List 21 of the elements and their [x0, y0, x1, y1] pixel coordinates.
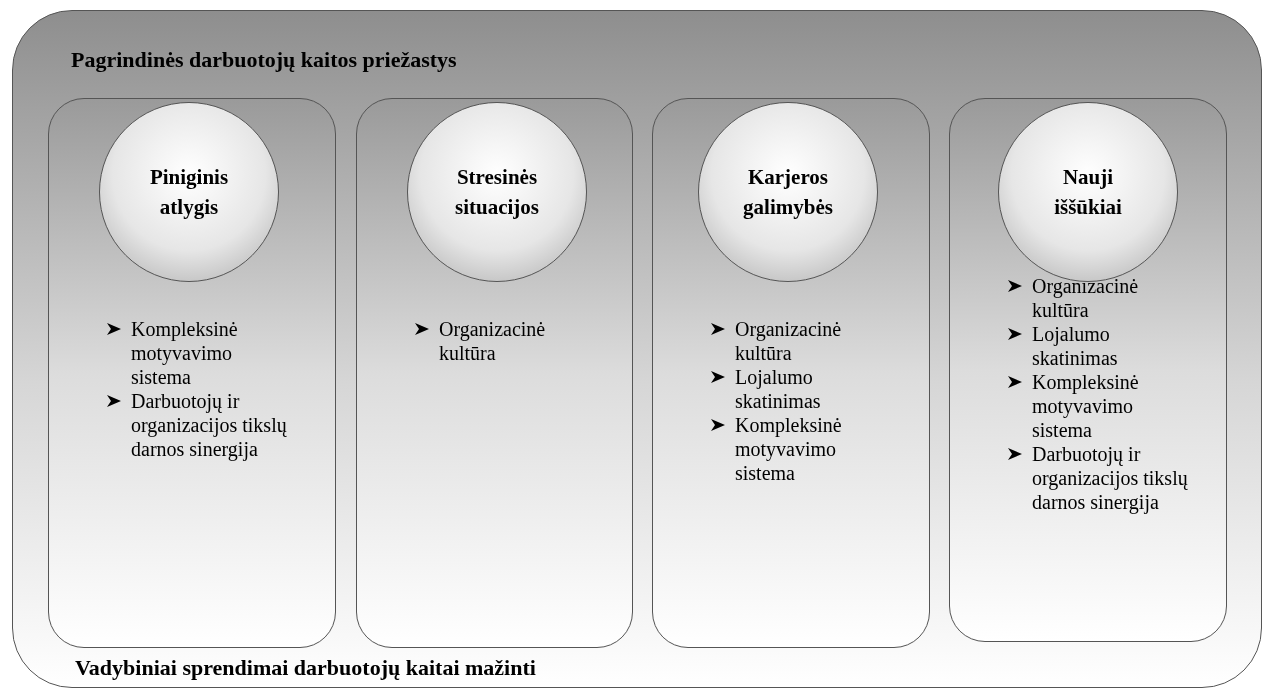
column-card [652, 98, 930, 648]
list-item: Organizacinė kultūra [439, 317, 547, 365]
list-item: Kompleksinė motyvavimo sistema [735, 413, 843, 485]
column-card [48, 98, 336, 648]
circle-heading: Stresinės situacijos [454, 164, 540, 221]
list-item: Darbuotojų ir organizacijos tikslų darnos sinergija [1032, 442, 1189, 514]
column-card [949, 98, 1227, 642]
circle-heading: Piniginis atlygis [148, 164, 230, 221]
panel-heading: Pagrindinės darbuotojų kaitos priežastys [71, 47, 457, 73]
panel-footer: Vadybiniai sprendimai darbuotojų kaitai mažinti [75, 655, 536, 681]
circle-heading: Nauji iššūkiai [1053, 164, 1123, 221]
list-item: Lojalumo skatinimas [735, 365, 822, 413]
panel-background [12, 10, 1262, 688]
column-card [356, 98, 633, 648]
list-item: Organizacinė kultūra [1032, 274, 1140, 322]
list-item: Kompleksinė motyvavimo sistema [1032, 370, 1140, 442]
list-item: Lojalumo skatinimas [1032, 322, 1119, 370]
list-item: Organizacinė kultūra [735, 317, 843, 365]
circle-heading: Karjeros galimybės [742, 164, 834, 221]
list-item: Darbuotojų ir organizacijos tikslų darnos sinergija [131, 389, 288, 461]
list-item: Kompleksinė motyvavimo sistema [131, 317, 239, 389]
